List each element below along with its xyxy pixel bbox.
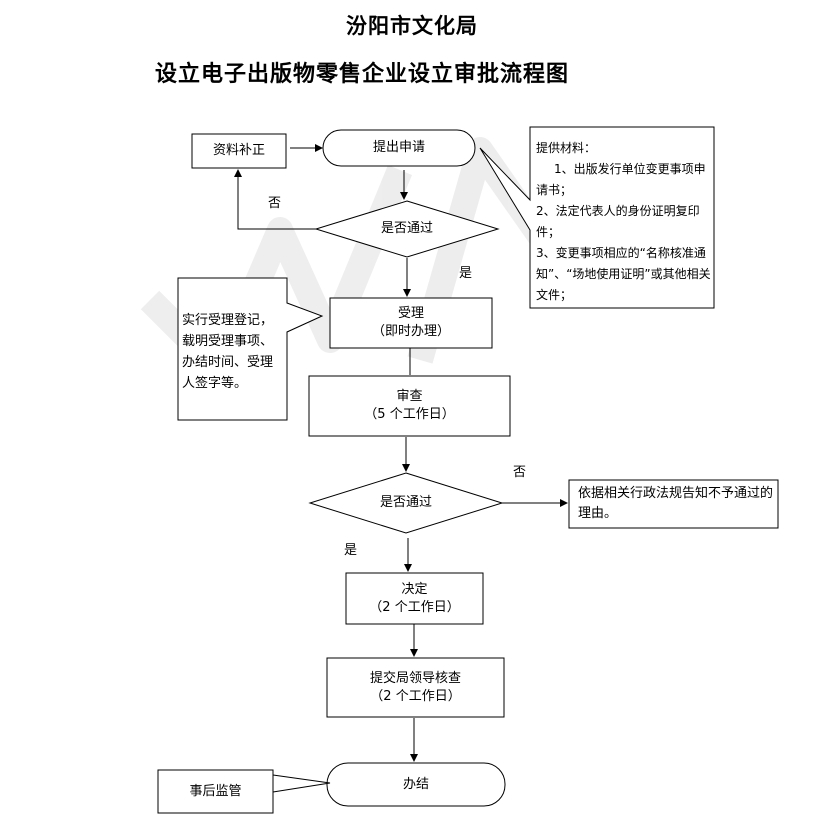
materials-head: 提供材料：: [536, 141, 597, 155]
decision2-diamond: [308, 472, 504, 534]
accept-line2: （即时办理）: [371, 324, 450, 339]
page-title: 汾阳市文化局: [346, 14, 478, 38]
finish-terminal: [326, 762, 506, 807]
no-label-2: 否: [513, 465, 527, 480]
accept-note-callout: [177, 277, 324, 421]
apply-label: 提出申请: [372, 140, 425, 155]
page-subtitle: 设立电子出版物零售企业设立审批流程图: [155, 62, 570, 87]
refuse-box: [568, 479, 779, 529]
correction-label: 资料补正: [212, 143, 265, 158]
accept-label: 受理 （即时办理）: [330, 298, 492, 348]
materials-note: 提供材料： 1、出版发行单位变更事项申请书； 2、法定代表人的身份证明复印件； …: [536, 138, 712, 306]
leader-line1: 提交局领导核查: [369, 670, 461, 686]
materials-item2: 2、法定代表人的身份证明复印件；: [536, 204, 700, 239]
correction-box: [191, 133, 287, 169]
decide-line2: （2 个工作日）: [369, 599, 460, 615]
decide-line1: 决定: [401, 581, 428, 597]
finish-label: 办结: [402, 776, 429, 792]
accept-line1: 受理: [397, 306, 424, 321]
yes-label-2: 是: [344, 543, 358, 558]
supervise-box: [157, 769, 274, 814]
accept-box: [329, 297, 493, 349]
apply-terminal: [322, 129, 476, 167]
decision2-label: 是否通过: [379, 495, 432, 510]
accept-note: 实行受理登记，载明受理事项、办结时间、受理人签字等。: [182, 313, 274, 391]
review-line2: （5 个工作日）: [364, 407, 455, 422]
materials-item1: 1、出版发行单位变更事项申请书；: [536, 162, 706, 197]
review-box: [308, 375, 511, 437]
review-line1: 审查: [396, 389, 423, 404]
decision1-diamond: [314, 200, 500, 258]
supervise-label: 事后监管: [189, 783, 242, 799]
review-label: 审查 （5 个工作日）: [309, 376, 510, 436]
leader-line2: （2 个工作日）: [370, 688, 461, 704]
leader-box: [326, 657, 505, 718]
materials-item3: 3、变更事项相应的“名称核准通知”、“场地使用证明”或其他相关文件；: [536, 246, 711, 302]
materials-callout: [479, 126, 715, 309]
yes-label-1: 是: [459, 266, 473, 281]
decide-label: 决定 （2 个工作日）: [346, 573, 483, 624]
refuse-label: 依据相关行政法规告知不予通过的理由。: [578, 486, 774, 521]
no-label-1: 否: [268, 196, 282, 211]
leader-label: 提交局领导核查 （2 个工作日）: [327, 658, 504, 717]
supervise-callout-tail: [272, 774, 331, 793]
decision1-label: 是否通过: [380, 221, 433, 236]
